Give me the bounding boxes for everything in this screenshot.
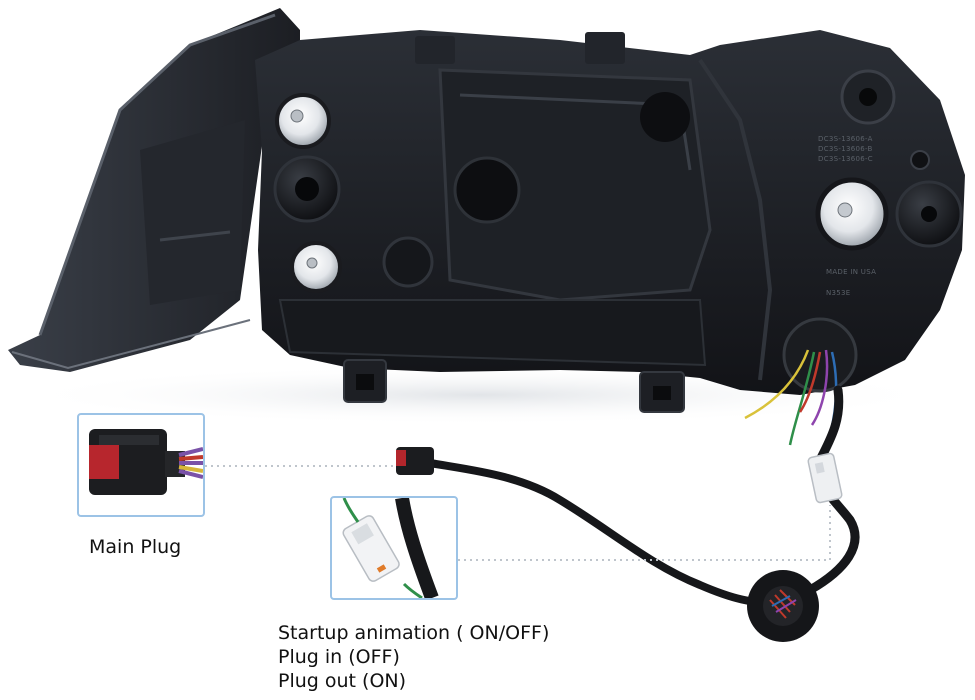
startup-animation-caption: Startup animation ( ON/OFF) Plug in (OFF…	[278, 621, 549, 693]
startup-connector-closeup	[342, 498, 439, 598]
startup-connector-inset	[330, 496, 458, 600]
startup-line: Startup animation ( ON/OFF)	[278, 622, 550, 644]
startup-connector	[807, 452, 843, 504]
part-number-c: DC3S-13606-C	[818, 155, 873, 163]
part-number-a: DC3S-13606-A	[818, 135, 873, 143]
plug-out-line: Plug out (ON)	[278, 670, 407, 692]
headlight-lens-flange	[8, 8, 300, 372]
code-stamp: N353E	[826, 289, 851, 297]
main-plug-connector	[396, 447, 434, 475]
main-plug-closeup	[89, 429, 203, 495]
headlight-housing	[255, 30, 965, 413]
origin-stamp: MADE IN USA	[826, 268, 876, 276]
main-plug-caption: Main Plug	[89, 536, 182, 558]
plug-in-line: Plug in (OFF)	[278, 646, 400, 668]
housing-stamps: DC3S-13606-A DC3S-13606-B DC3S-13606-C M…	[818, 135, 876, 297]
part-number-b: DC3S-13606-B	[818, 145, 873, 153]
rubber-grommet	[747, 570, 819, 642]
main-plug-inset	[77, 413, 205, 517]
callout-leaders	[205, 465, 831, 561]
